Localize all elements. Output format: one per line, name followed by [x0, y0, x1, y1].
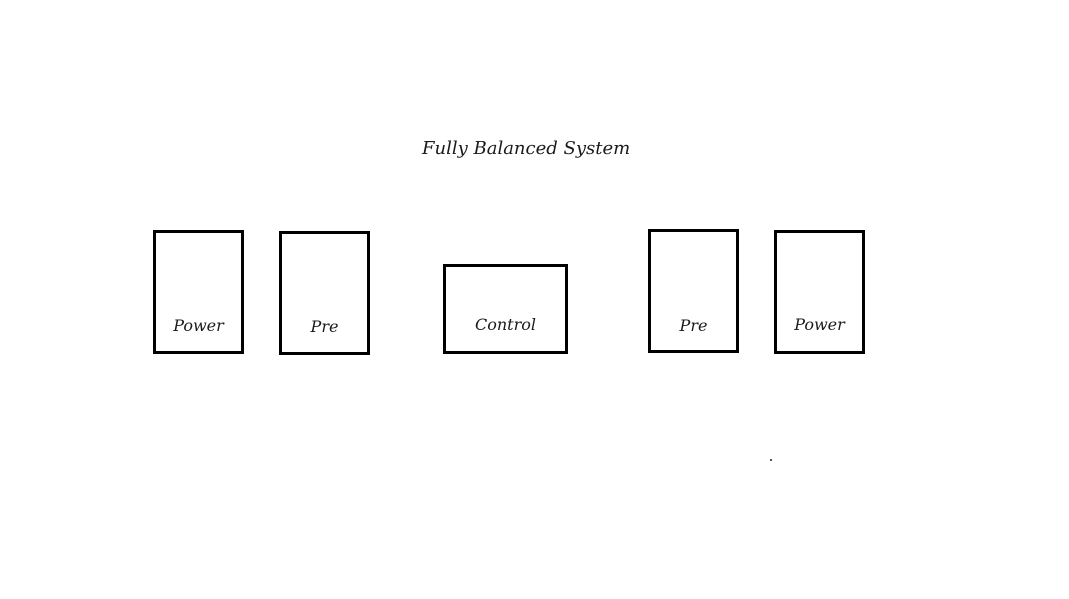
power-amp-left-label: Power [173, 316, 224, 335]
power-amp-right-block: Power [774, 230, 865, 354]
power-amp-right-label: Power [794, 315, 845, 334]
power-amp-left-block: Power [153, 230, 244, 354]
diagram-title: Fully Balanced System [422, 138, 631, 159]
preamp-left-label: Pre [310, 317, 339, 336]
preamp-right-block: Pre [648, 229, 739, 353]
preamp-left-block: Pre [279, 231, 370, 355]
control-block: Control [443, 264, 568, 354]
preamp-right-label: Pre [679, 316, 708, 335]
stray-dot [770, 459, 772, 461]
control-label: Control [474, 315, 536, 334]
